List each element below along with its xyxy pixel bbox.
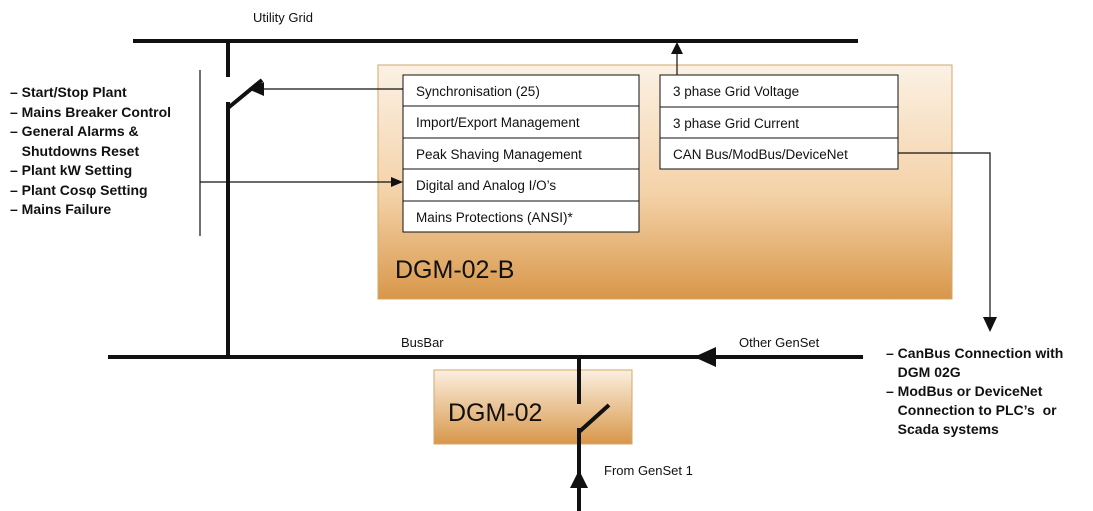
list-item: – Plant Cosφ Setting [10, 181, 148, 198]
genset-arrowhead [570, 470, 588, 488]
from-genset-label: From GenSet 1 [604, 463, 693, 478]
list-item: – Plant kW Setting [10, 162, 133, 178]
dgm02b-right-box: 3 phase Grid Voltage 3 phase Grid Curren… [659, 74, 899, 170]
list-item: – Start/Stop Plant [10, 84, 127, 100]
genset-breaker-switch [577, 403, 611, 434]
box-item-synchronisation: Synchronisation (25) [416, 84, 540, 99]
box-item-peak-shaving: Peak Shaving Management [416, 147, 582, 162]
control-inputs-list: – Start/Stop Plant – Mains Breaker Contr… [10, 83, 171, 220]
box-item-mains-protections: Mains Protections (ANSI)* [416, 210, 574, 225]
box-item-import-export: Import/Export Management [416, 115, 580, 130]
box-item-canbus: CAN Bus/ModBus/DeviceNet [673, 147, 848, 162]
dgm02-panel [433, 369, 633, 445]
communication-list: – CanBus Connection with DGM 02G – ModBu… [886, 344, 1063, 439]
other-genset-arrowhead [694, 347, 716, 367]
list-item: – ModBus or DeviceNet [886, 383, 1043, 399]
list-item: – Mains Failure [10, 201, 112, 217]
box-item-grid-current: 3 phase Grid Current [673, 116, 799, 131]
dgm02b-left-box: Synchronisation (25) Import/Export Manag… [402, 74, 640, 233]
list-item: Shutdowns Reset [10, 142, 140, 159]
list-item: DGM 02G [886, 364, 961, 380]
list-item: – CanBus Connection with [886, 345, 1064, 361]
grid-measure-arrowhead [671, 42, 683, 54]
dgm02-title: DGM-02 [448, 399, 542, 427]
other-genset-label: Other GenSet [739, 335, 820, 350]
box-item-digital-analog: Digital and Analog I/O’s [416, 178, 556, 193]
list-item: – General Alarms & [10, 123, 139, 139]
mains-breaker-switch [226, 78, 264, 110]
dgm02b-title: DGM-02-B [395, 256, 514, 284]
busbar-label: BusBar [401, 335, 444, 350]
list-item: Scada systems [886, 421, 999, 437]
list-item: – Mains Breaker Control [10, 103, 172, 120]
list-item: Connection to PLC’s or [886, 402, 1057, 418]
canbus-out-arrowhead [983, 317, 997, 332]
utility-grid-label: Utility Grid [253, 10, 313, 25]
canbus-out-line [898, 152, 991, 318]
sync-arrowhead [248, 82, 264, 96]
box-item-grid-voltage: 3 phase Grid Voltage [673, 84, 799, 99]
left-to-io-arrowhead [391, 177, 403, 187]
